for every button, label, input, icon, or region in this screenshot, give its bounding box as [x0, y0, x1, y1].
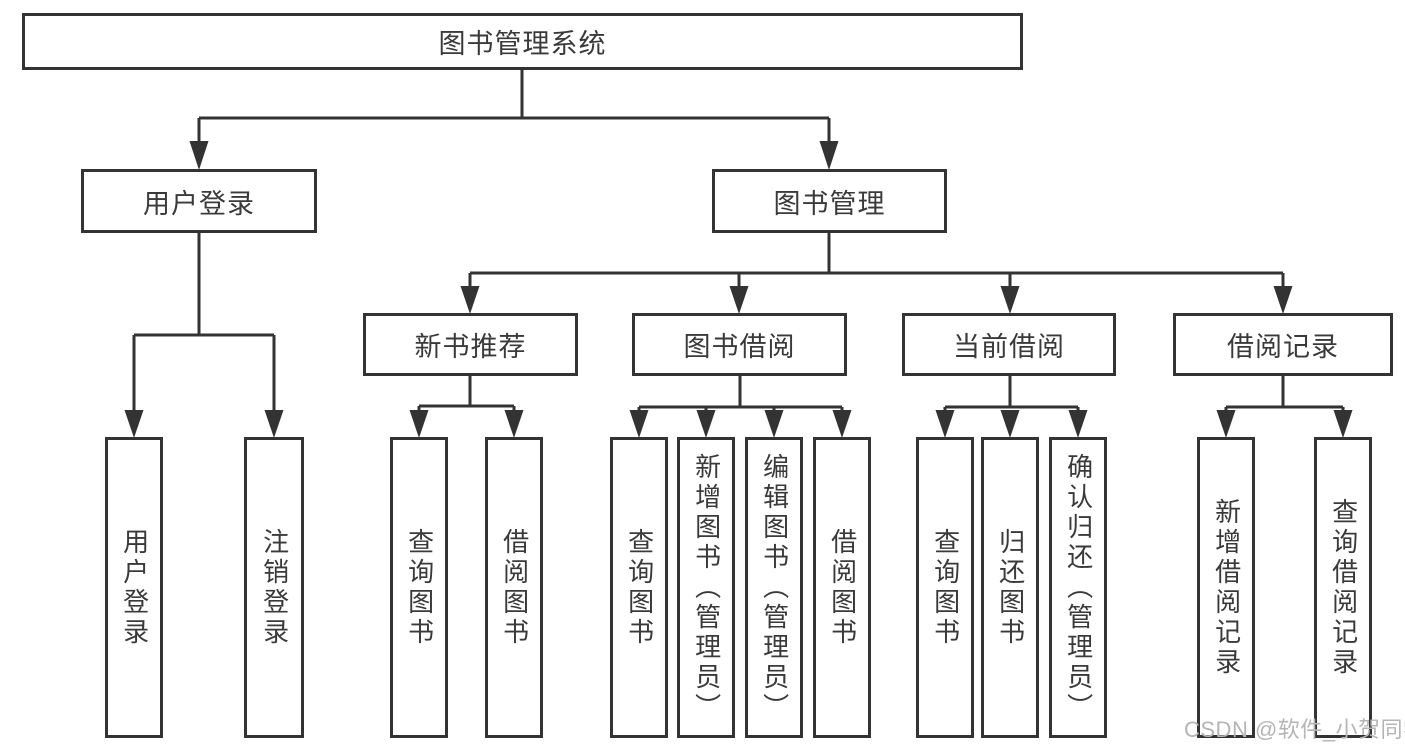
leaf-query-books-borrowing: 查询图书	[610, 437, 668, 738]
node-new-book-recommend: 新书推荐	[363, 313, 578, 376]
node-book-borrowing-label: 图书借阅	[683, 332, 796, 362]
leaf-return-book: 归还图书	[981, 437, 1039, 738]
leaf-edit-book-admin: 编辑图书（管理员）	[745, 437, 803, 738]
node-user-login: 用户登录	[81, 169, 317, 233]
node-user-login-label: 用户登录	[143, 188, 255, 219]
node-book-management: 图书管理	[712, 169, 947, 233]
leaf-query-books-current: 查询图书	[916, 437, 974, 738]
leaf-borrow-books-borrowing: 借阅图书	[813, 437, 871, 738]
node-current-borrowing-label: 当前借阅	[953, 332, 1065, 362]
leaf-query-books-recommend: 查询图书	[390, 437, 448, 738]
watermark: CSDN @软件_小贺同学	[1184, 717, 1405, 742]
node-borrowing-records: 借阅记录	[1173, 313, 1393, 376]
leaf-logout: 注销登录	[244, 437, 304, 738]
node-root: 图书管理系统	[22, 13, 1023, 70]
node-book-management-label: 图书管理	[773, 188, 886, 219]
leaf-borrow-books-recommend: 借阅图书	[485, 437, 543, 738]
leaf-add-borrow-record: 新增借阅记录	[1197, 437, 1255, 738]
leaf-confirm-return-admin: 确认归还（管理员）	[1049, 437, 1107, 738]
node-new-book-recommend-label: 新书推荐	[414, 332, 527, 362]
leaf-user-login: 用户登录	[105, 437, 163, 738]
leaf-query-borrow-record: 查询借阅记录	[1314, 437, 1372, 738]
node-book-borrowing: 图书借阅	[632, 313, 847, 376]
leaf-add-book-admin: 新增图书（管理员）	[677, 437, 735, 738]
node-borrowing-records-label: 借阅记录	[1227, 332, 1339, 362]
node-root-label: 图书管理系统	[438, 29, 607, 59]
node-current-borrowing: 当前借阅	[902, 313, 1116, 376]
